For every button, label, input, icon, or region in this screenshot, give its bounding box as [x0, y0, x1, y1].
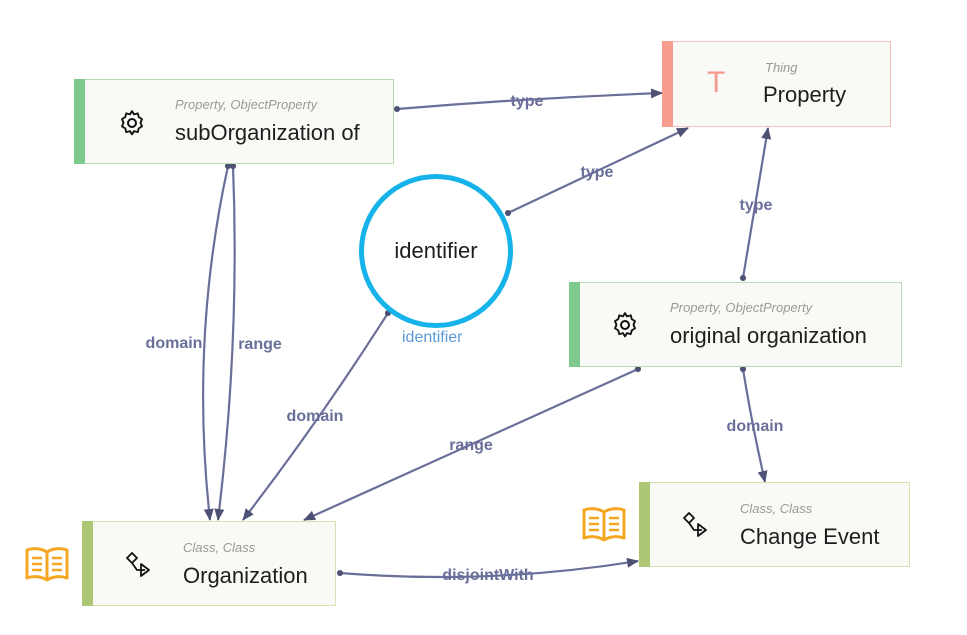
book-icon [25, 547, 69, 582]
edge-label-sub-domain: domain [146, 335, 203, 352]
node-label: identifier [394, 238, 478, 263]
edge-sub-range[interactable] [214, 162, 237, 521]
node-label: Organization [183, 563, 308, 588]
node-identifier[interactable]: identifier [359, 174, 513, 328]
thing-icon: T [707, 66, 726, 99]
class-icon [683, 512, 707, 537]
node-types: Thing [765, 60, 798, 75]
node-types: Class, Class [183, 540, 256, 555]
node-type-bar [662, 41, 673, 127]
node-label: subOrganization of [175, 120, 360, 145]
edge-label-disjoint-with: disjointWith [442, 567, 533, 584]
node-organization[interactable]: Class, Class Organization [82, 521, 336, 606]
identifier-caption: identifier [402, 329, 463, 346]
edge-label-sub-range: range [238, 336, 282, 353]
node-label: original organization [670, 323, 867, 348]
node-type-bar [569, 282, 580, 367]
node-types: Property, ObjectProperty [175, 97, 318, 112]
edge-identifier-type[interactable] [504, 127, 689, 217]
edge-label-original-range: range [449, 437, 493, 454]
edge-original-domain[interactable] [739, 365, 768, 483]
node-change-event[interactable]: Class, Class Change Event [639, 482, 910, 567]
node-label: Property [763, 82, 847, 107]
class-icon [126, 552, 150, 577]
gear-icon [121, 110, 143, 136]
edge-original-type[interactable] [739, 127, 772, 282]
edge-label-identifier-type: type [581, 164, 614, 181]
edge-label-sub-type: type [511, 93, 544, 110]
edge-label-identifier-domain: domain [287, 408, 344, 425]
node-suborganization-of[interactable]: Property, ObjectProperty subOrganization… [74, 79, 394, 164]
node-property-thing[interactable]: T Thing Property [662, 41, 891, 127]
node-original-organization[interactable]: Property, ObjectProperty original organi… [569, 282, 902, 367]
edge-sub-type[interactable] [393, 88, 663, 113]
edge-label-original-domain: domain [727, 418, 784, 435]
node-type-bar [74, 79, 85, 164]
node-label: Change Event [740, 524, 880, 549]
gear-icon [614, 312, 636, 338]
node-type-bar [82, 521, 93, 606]
node-types: Property, ObjectProperty [670, 300, 813, 315]
edge-disjoint-with[interactable] [336, 557, 639, 579]
node-types: Class, Class [740, 501, 813, 516]
edge-original-range[interactable] [303, 365, 642, 522]
edge-label-original-type: type [740, 197, 773, 214]
node-type-bar [639, 482, 650, 567]
book-icon [582, 507, 626, 542]
